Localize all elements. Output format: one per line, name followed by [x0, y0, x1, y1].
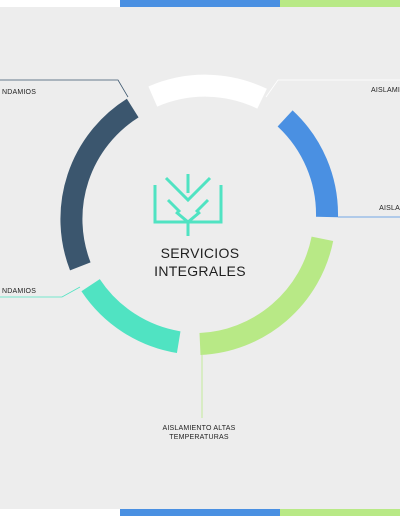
ring-segment-white[interactable]	[148, 74, 267, 109]
center-title: SERVICIOS INTEGRALES	[130, 244, 270, 280]
label-bottom: AISLAMIENTO ALTAS TEMPERATURAS	[158, 424, 240, 442]
top-bar-green-segment	[280, 0, 400, 7]
ring-segment-navy[interactable]	[60, 98, 139, 271]
ring-segment-blue[interactable]	[277, 110, 339, 218]
connector-left-bottom	[0, 286, 81, 298]
ring-segment-teal[interactable]	[81, 278, 181, 354]
connector-right-top	[265, 79, 400, 98]
top-bar-blue-segment	[120, 0, 280, 7]
bottom-bar-white-segment	[0, 509, 120, 516]
center-title-line1: SERVICIOS	[160, 245, 240, 261]
label-left-top: NDAMIOS	[2, 89, 37, 96]
bottom-color-bar	[0, 509, 400, 516]
top-color-bar	[0, 0, 400, 7]
bottom-bar-green-segment	[280, 509, 400, 516]
center-title-line2: INTEGRALES	[154, 263, 246, 279]
asterisk-cross-logo-icon	[153, 174, 223, 236]
connector-left-top	[0, 79, 129, 98]
label-right-top: AISLAMI	[370, 87, 400, 94]
label-bottom-line1: AISLAMIENTO ALTAS	[162, 425, 236, 432]
top-bar-white-segment	[0, 0, 120, 7]
ring-segment-green[interactable]	[199, 236, 334, 355]
label-bottom-line2: TEMPERATURAS	[169, 434, 229, 441]
label-right-mid: AISLA	[379, 205, 400, 212]
bottom-bar-blue-segment	[120, 509, 280, 516]
label-left-bottom: NDAMIOS	[2, 288, 37, 295]
